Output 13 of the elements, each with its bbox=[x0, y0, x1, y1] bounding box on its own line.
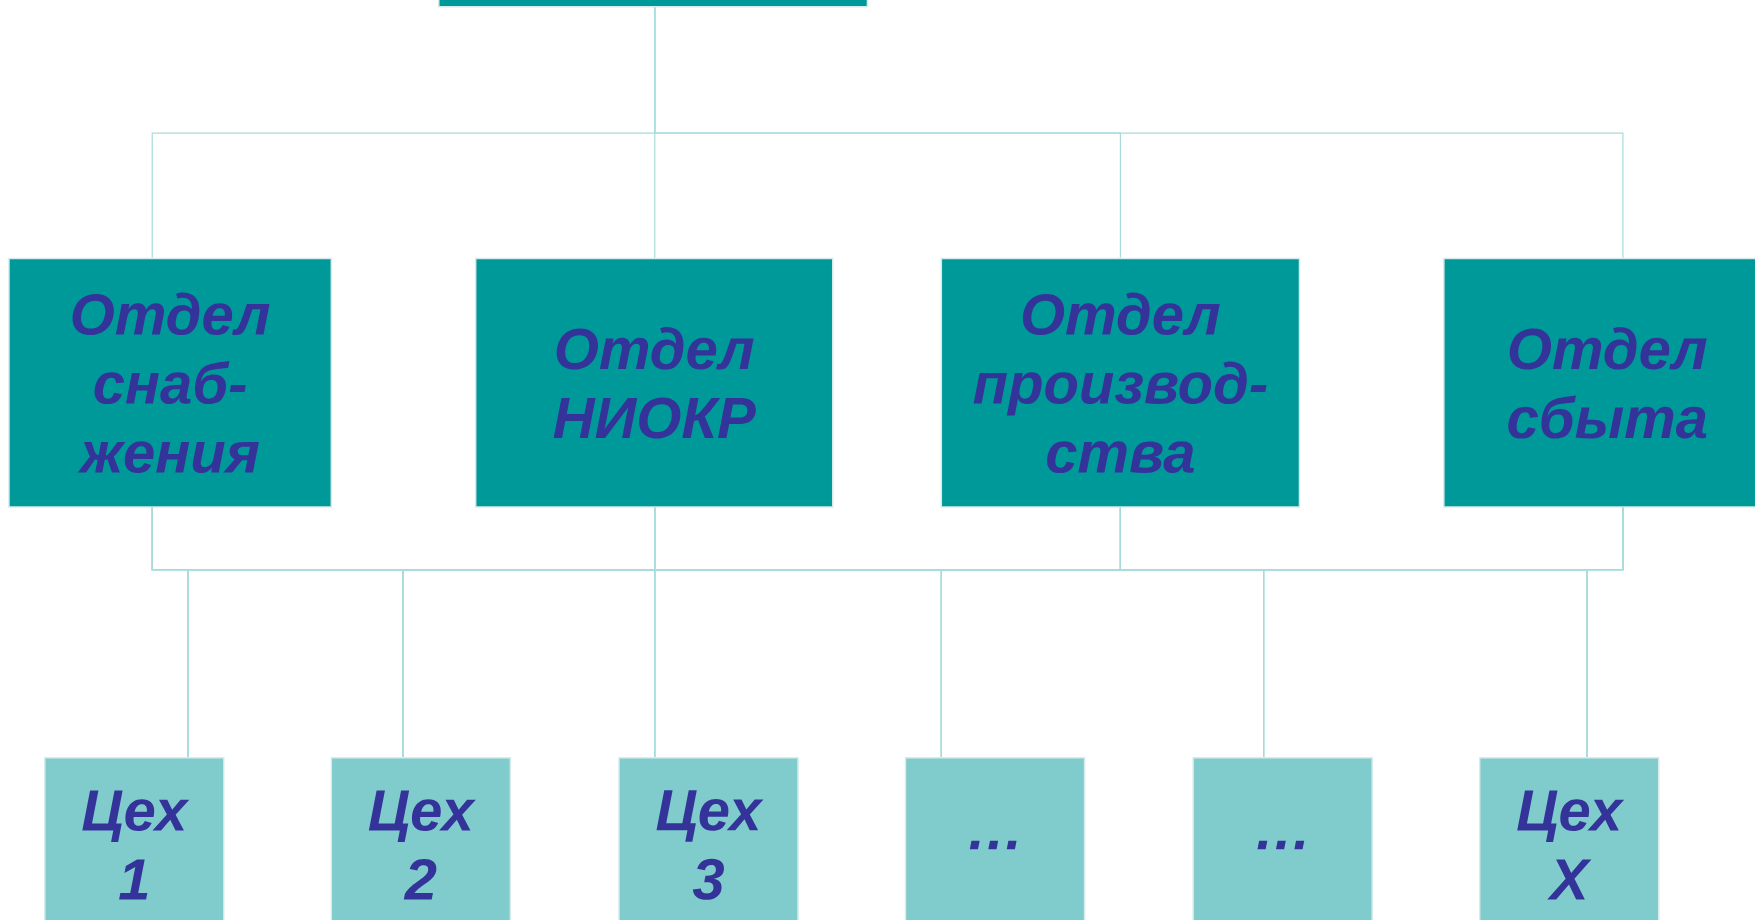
connector-line bbox=[1586, 507, 1624, 758]
workshop-box: … bbox=[904, 757, 1086, 920]
workshop-box: Цех 2 bbox=[330, 757, 512, 920]
department-box: Отдел сбыта bbox=[1443, 257, 1755, 508]
workshop-box: Цех 1 bbox=[44, 757, 225, 920]
top-box bbox=[438, 0, 869, 8]
workshop-box: Цех 3 bbox=[618, 757, 799, 920]
department-box: Отдел производ-ства bbox=[940, 257, 1301, 508]
workshop-box: Цех X bbox=[1478, 757, 1660, 920]
workshop-box: … bbox=[1192, 757, 1373, 920]
department-box: Отдел снаб-жения bbox=[8, 257, 333, 508]
connector-line bbox=[654, 6, 1624, 259]
department-box: Отдел НИОКР bbox=[474, 257, 834, 508]
